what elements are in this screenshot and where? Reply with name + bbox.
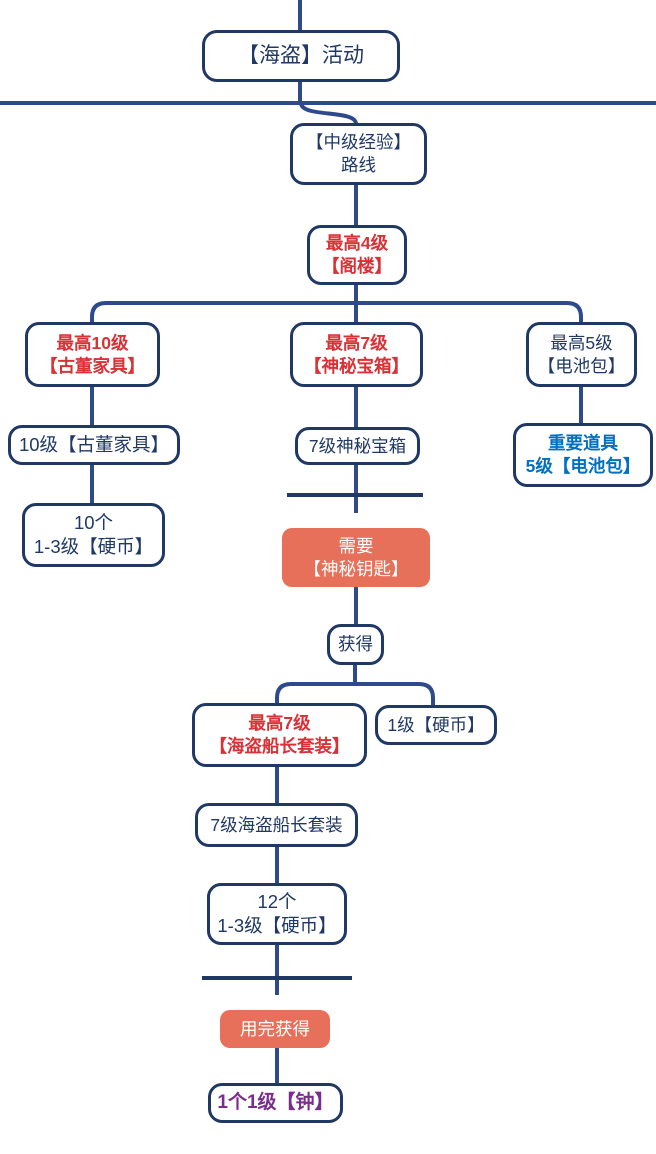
node-used-up-obtain: 用完获得 bbox=[220, 1010, 330, 1048]
node-coins-10x: 10个 1-3级【硬币】 bbox=[22, 503, 165, 567]
node-obtain: 获得 bbox=[327, 624, 384, 665]
node-attic-max4: 最高4级 【阁楼】 bbox=[307, 225, 407, 285]
node-pirate-captain-suit-lv7: 7级海盗船长套装 bbox=[195, 803, 358, 847]
node-mid-exp-route: 【中级经验】 路线 bbox=[290, 123, 427, 185]
connector-attic-branch bbox=[90, 301, 583, 322]
node-battery-pack-lv5-important: 重要道具 5级【电池包】 bbox=[513, 423, 653, 487]
node-antique-furniture-lv10: 10级【古董家具】 bbox=[8, 425, 180, 465]
node-coin-lv1: 1级【硬币】 bbox=[375, 705, 497, 745]
node-mystery-chest-lv7: 7级神秘宝箱 bbox=[295, 427, 420, 465]
node-antique-furniture-max10: 最高10级 【古董家具】 bbox=[25, 322, 160, 387]
connector-hline-to-route bbox=[299, 102, 358, 125]
node-pirate-activity: 【海盗】活动 bbox=[202, 30, 400, 82]
node-clock-1x-lv1: 1个1级【钟】 bbox=[208, 1083, 343, 1123]
node-coins-12x: 12个 1-3级【硬币】 bbox=[207, 883, 347, 945]
branch-connectors bbox=[0, 0, 656, 1083]
node-battery-pack-max5: 最高5级 【电池包】 bbox=[526, 322, 637, 387]
node-pirate-captain-suit-max7: 最高7级 【海盗船长套装】 bbox=[192, 703, 367, 767]
node-need-mystery-key: 需要 【神秘钥匙】 bbox=[282, 528, 430, 587]
summary-dividers bbox=[202, 493, 423, 980]
node-mystery-chest-max7: 最高7级 【神秘宝箱】 bbox=[290, 322, 423, 387]
connector-obtain-branch bbox=[275, 682, 435, 705]
